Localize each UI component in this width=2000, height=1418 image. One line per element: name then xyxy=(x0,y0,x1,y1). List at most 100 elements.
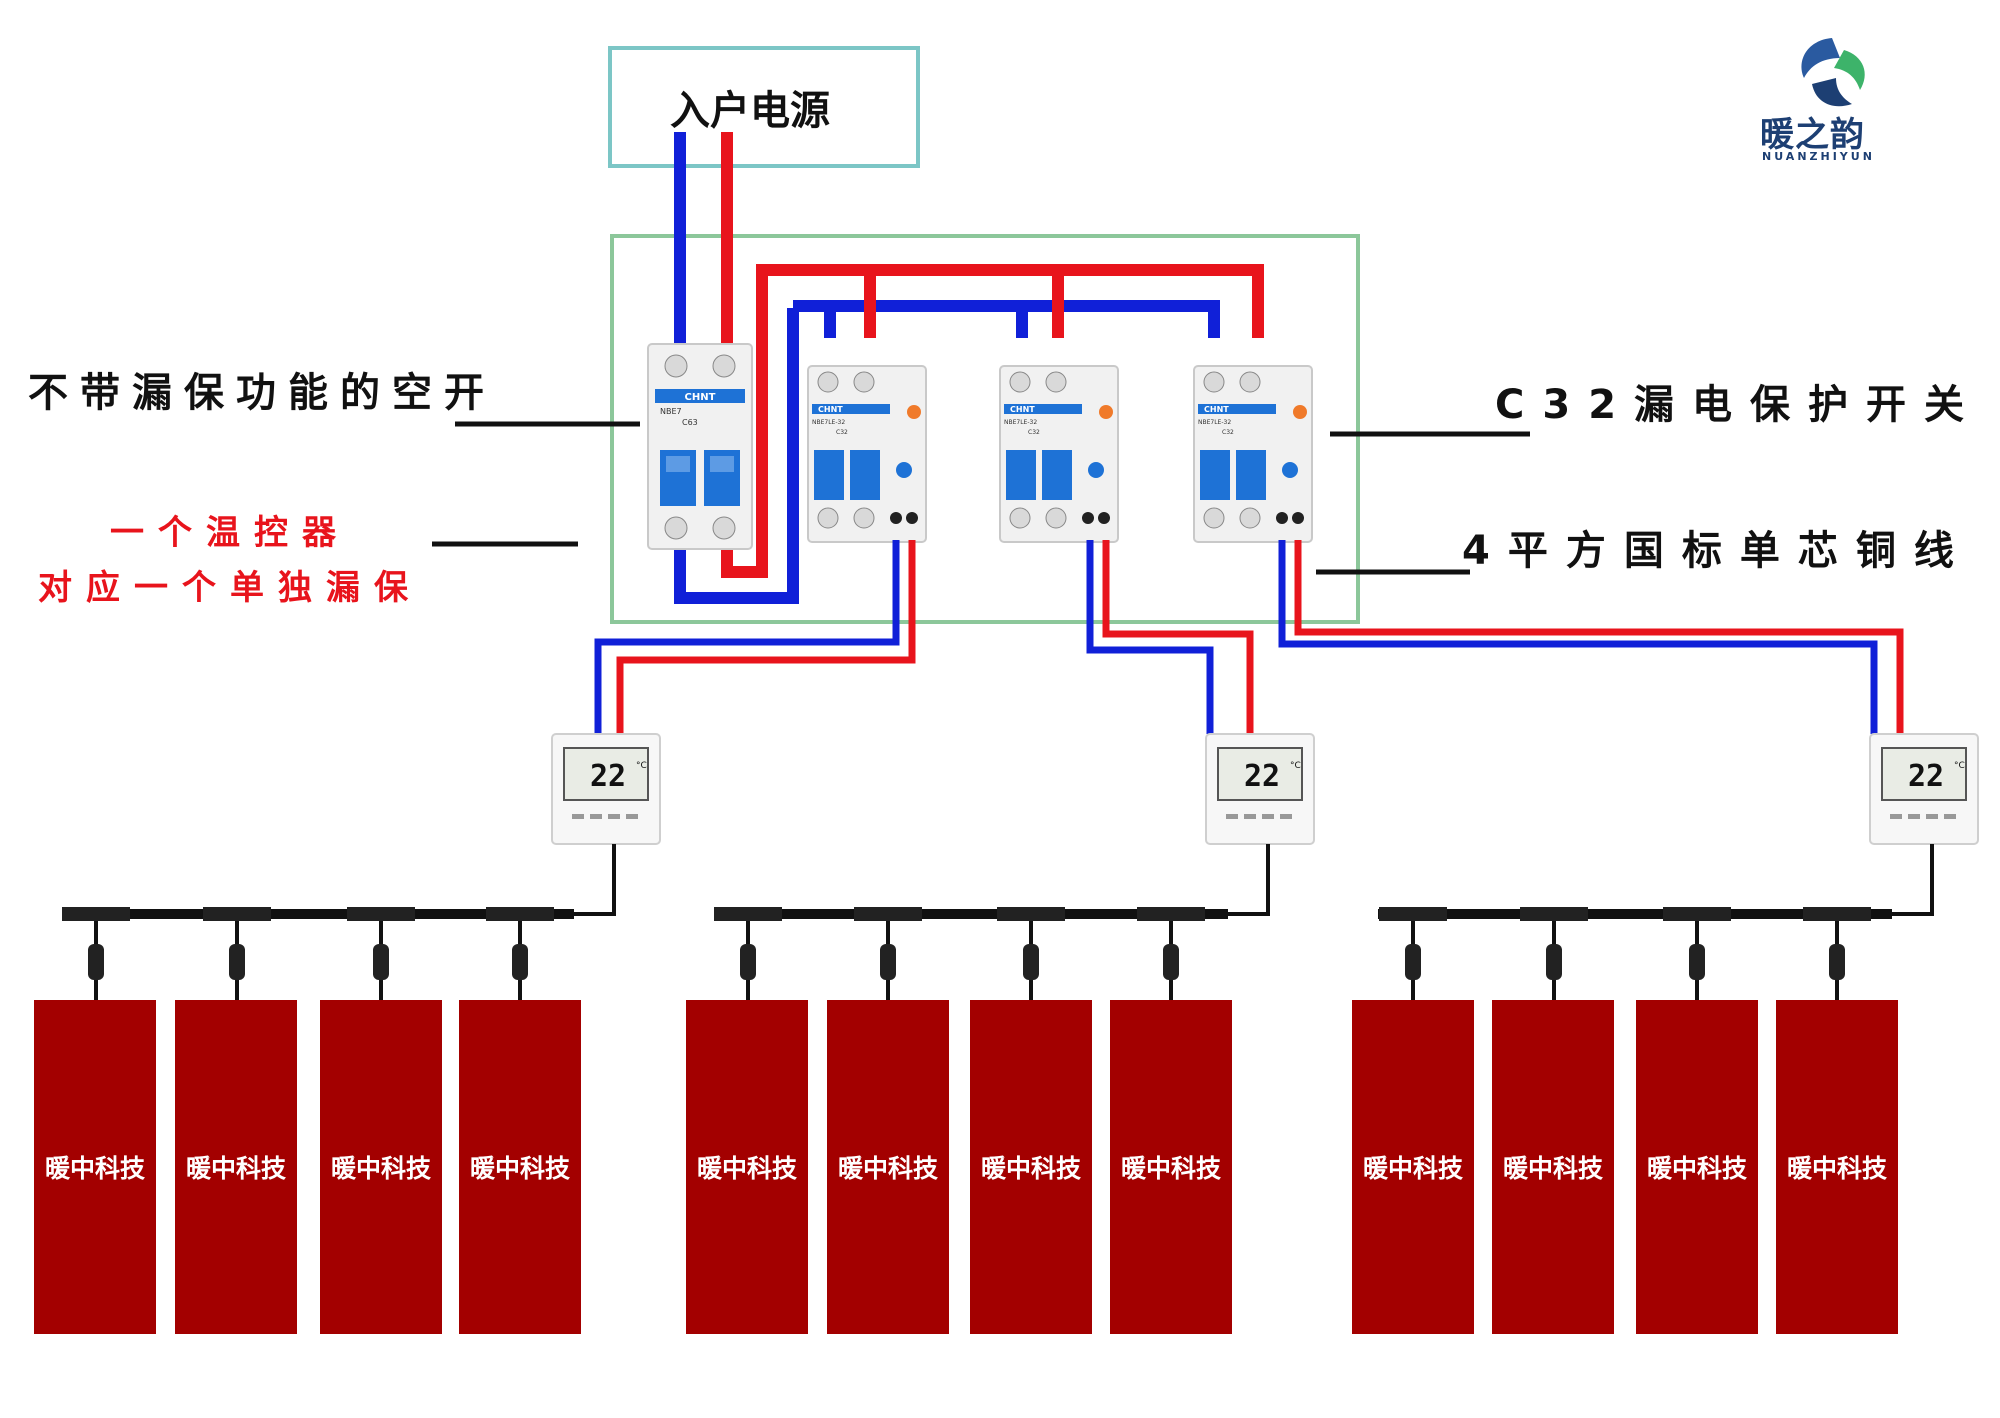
terminal-screw xyxy=(853,507,875,529)
heating-panel: 暖中科技 xyxy=(459,1000,581,1334)
panel-brand-label: 暖中科技 xyxy=(1502,1154,1603,1183)
rcbo-lever xyxy=(814,450,844,500)
lead-plug xyxy=(1546,944,1562,980)
thermostat-temp: 22 xyxy=(1908,759,1944,794)
bus-cable xyxy=(1378,909,1892,919)
main-breaker-label: 不带漏保功能的空开 xyxy=(28,370,496,416)
breaker-rating: C63 xyxy=(682,418,698,427)
rcbo-brand: CHNT xyxy=(818,405,843,414)
lead-plug xyxy=(880,944,896,980)
thermostat-unit: °C xyxy=(1290,761,1301,771)
wire-label: 4平方国标单芯铜线 xyxy=(1462,528,1972,574)
thermostat-unit: °C xyxy=(1954,761,1965,771)
heating-panel: 暖中科技 xyxy=(827,1000,949,1334)
heating-panel: 暖中科技 xyxy=(175,1000,297,1334)
rcbo-test-button xyxy=(896,462,912,478)
terminal-screw xyxy=(1239,507,1261,529)
lead-plug xyxy=(1163,944,1179,980)
lead-plug xyxy=(1405,944,1421,980)
heating-panel: 暖中科技 xyxy=(34,1000,156,1334)
panel-brand-label: 暖中科技 xyxy=(44,1154,145,1183)
thermostat-display xyxy=(1217,747,1303,801)
live-feed-wire xyxy=(1102,540,1254,734)
lead-plug xyxy=(229,944,245,980)
heating-panel: 暖中科技 xyxy=(1492,1000,1614,1334)
neutral-feed-wire xyxy=(1086,540,1214,734)
thermostat-output-cable xyxy=(714,844,1270,916)
bus-connector xyxy=(486,907,554,921)
bus-connector xyxy=(997,907,1065,921)
thermostat-display xyxy=(1881,747,1967,801)
thermostat-unit: °C xyxy=(636,761,647,771)
thermostat-key xyxy=(590,814,602,819)
thermostat-key xyxy=(1944,814,1956,819)
lead-plug xyxy=(512,944,528,980)
rcbo-brand-strip xyxy=(1198,404,1276,414)
rcbo-brand: CHNT xyxy=(1204,405,1229,414)
rcbo-test-button xyxy=(1282,462,1298,478)
terminal-screw xyxy=(1009,371,1031,393)
logo-subtitle: NUANZHIYUN xyxy=(1762,150,1875,163)
bus-connector xyxy=(1520,907,1588,921)
rcbo-indicator xyxy=(1293,405,1307,419)
thermostat-output-cable xyxy=(62,844,616,916)
thermostat-temp: 22 xyxy=(1244,759,1280,794)
thermostat-temp: 22 xyxy=(590,759,626,794)
panel-brand-label: 暖中科技 xyxy=(330,1154,431,1183)
panel-brand-label: 暖中科技 xyxy=(469,1154,570,1183)
heating-panel: 暖中科技 xyxy=(1636,1000,1758,1334)
terminal-screw xyxy=(1045,371,1067,393)
thermostat-key xyxy=(1226,814,1238,819)
rcbo-rating: C32 xyxy=(1028,429,1040,436)
rcbo-model: NBE7LE-32 xyxy=(1198,419,1231,426)
bus-cable xyxy=(62,909,574,919)
lead-plug xyxy=(373,944,389,980)
rcbo-test-button xyxy=(1088,462,1104,478)
thermostat-key xyxy=(1280,814,1292,819)
terminal-screw xyxy=(1203,371,1225,393)
logo-text: 暖之韵 xyxy=(1760,115,1865,155)
thermostat-key xyxy=(1890,814,1902,819)
rcbo-brand-strip xyxy=(812,404,890,414)
rcbo-rating: C32 xyxy=(836,429,848,436)
heating-panel: 暖中科技 xyxy=(320,1000,442,1334)
neutral-feed-wire xyxy=(1278,540,1878,734)
terminal-screw xyxy=(1239,371,1261,393)
thermostat-note-line1: 一个温控器 xyxy=(110,513,350,553)
breaker-brand: CHNT xyxy=(685,392,716,403)
thermostat-key xyxy=(626,814,638,819)
terminal-screw xyxy=(853,371,875,393)
panel-brand-label: 暖中科技 xyxy=(1362,1154,1463,1183)
rcbo-lever xyxy=(1006,450,1036,500)
bus-connector xyxy=(62,907,130,921)
live-main-wire xyxy=(721,132,1264,578)
rcbo-lever xyxy=(1200,450,1230,500)
thermostat-key xyxy=(1908,814,1920,819)
rcbo-indicator xyxy=(1099,405,1113,419)
heating-panel: 暖中科技 xyxy=(1110,1000,1232,1334)
bus-connector xyxy=(347,907,415,921)
distribution-enclosure xyxy=(610,234,1360,624)
rcbo-rating: C32 xyxy=(1222,429,1234,436)
bus-connector xyxy=(1137,907,1205,921)
thermostat-display xyxy=(563,747,649,801)
terminal-screw xyxy=(817,507,839,529)
bus-connector xyxy=(203,907,271,921)
neutral-bus-wire xyxy=(793,300,1220,338)
bus-cable xyxy=(714,909,1228,919)
live-feed-wire xyxy=(1294,540,1904,734)
heating-panel: 暖中科技 xyxy=(970,1000,1092,1334)
bus-connector xyxy=(1803,907,1871,921)
neutral-drop-wires xyxy=(824,306,1028,338)
thermostat-key xyxy=(1244,814,1256,819)
panel-brand-label: 暖中科技 xyxy=(1646,1154,1747,1183)
output-terminal xyxy=(1082,512,1094,524)
heating-panel: 暖中科技 xyxy=(1352,1000,1474,1334)
bus-connector xyxy=(1379,907,1447,921)
power-entry-box xyxy=(608,46,920,168)
